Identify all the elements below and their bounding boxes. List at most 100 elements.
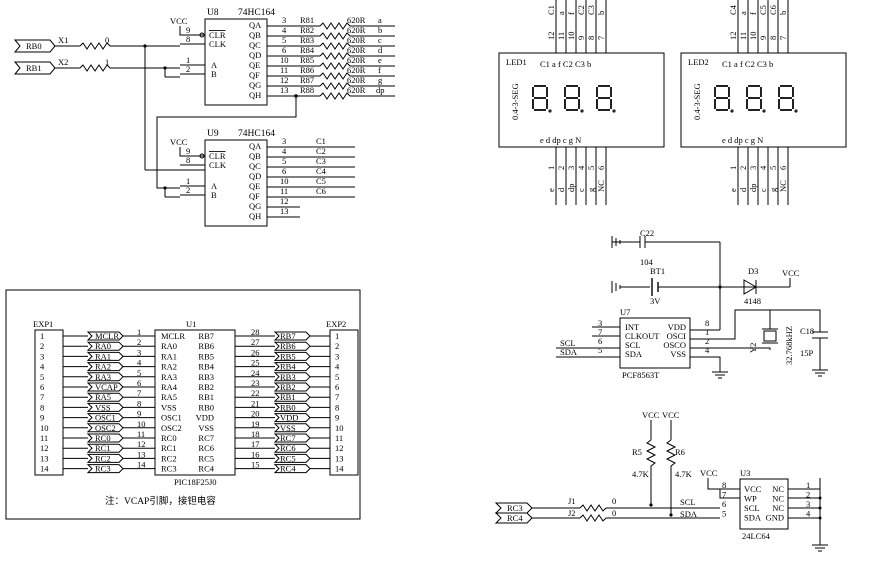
led-top-net-label: C6: [768, 5, 778, 15]
u1-pin-name: RC4: [198, 464, 214, 474]
u9-out-qf: QF: [249, 191, 260, 201]
exp1-pin-number: 9: [40, 413, 44, 423]
segment-b: [578, 87, 580, 97]
exp2-pin-number: 1: [335, 331, 339, 341]
led2-digits: [714, 85, 798, 113]
net-c5: C5: [316, 176, 326, 186]
u8-clr-label: CLR: [209, 30, 226, 40]
exp1-net-label: MCLR: [95, 331, 119, 341]
net-flag: [86, 464, 124, 474]
exp2-pin-number: 11: [335, 433, 343, 443]
seven-seg-digit-3: [778, 85, 798, 113]
led-bottom-pin-number: 2: [556, 166, 566, 170]
seven-seg-digit-1: [532, 85, 552, 113]
res-val-1: 620R: [347, 15, 366, 25]
led-bottom-net-label: e: [728, 188, 738, 192]
u8-part: 74HC164: [238, 8, 275, 18]
seven-seg-digit-2: [746, 85, 766, 113]
exp1-pin-number: 4: [40, 362, 45, 372]
led-top-pin-number: 11: [556, 32, 566, 40]
led-top-pin-number: 11: [738, 32, 748, 40]
u1-pin-name: RA4: [161, 382, 178, 392]
rc3-port-label: RC3: [507, 503, 523, 513]
clock-input-section: RB0 RB1 X1 0 X2 1: [13, 35, 298, 198]
led-bottom-pin-number: 5: [586, 166, 596, 170]
rtc-pin-number: 7: [598, 327, 602, 337]
res-r82: R82: [300, 25, 314, 35]
exp1-label: EXP1: [33, 319, 53, 329]
exp1-net-label: RA5: [95, 392, 111, 402]
u8-pin-13: 13: [280, 85, 289, 95]
exp1-pin-number: 1: [40, 331, 44, 341]
led-bottom-pin-number: 6: [596, 166, 606, 170]
net-c6: C6: [316, 186, 326, 196]
u1-pin-number: 9: [137, 409, 141, 419]
rtc-pin-name: INT: [625, 322, 640, 332]
u1-pin-name: RB7: [198, 331, 214, 341]
u1-pin-number: 22: [251, 388, 260, 398]
u1-pin-number: 11: [137, 429, 145, 439]
bt1-value: 3V: [650, 296, 661, 306]
led1-display: LED1 0.4-3-SEG C1 a f C2 C3 b e d dp c g…: [498, 0, 665, 205]
r6-value: 4.7K: [675, 469, 693, 479]
led-top-pin-number: 9: [758, 36, 768, 40]
u8-output-wires: [267, 22, 395, 100]
u1-pin-name: VDD: [196, 413, 214, 423]
u9-pin-11: 11: [280, 186, 288, 196]
led1-type: 0.4-3-SEG: [510, 83, 520, 120]
led-top-pin-number: 8: [586, 36, 596, 40]
x1-value: 0: [105, 35, 109, 45]
led-bottom-net-label: g: [768, 187, 778, 192]
net-flag: [86, 362, 124, 372]
u8-out-qf: QF: [249, 70, 260, 80]
eeprom-pin-name: GND: [766, 513, 784, 523]
led-top-net-label: b: [596, 11, 606, 15]
net-c: c: [378, 35, 382, 45]
exp2-net-label: RB4: [280, 362, 296, 372]
exp2-pin-number: 9: [335, 413, 339, 423]
segment-d: [598, 109, 610, 111]
segment-dp: [730, 109, 734, 113]
exp2-net-label: RB2: [280, 382, 296, 392]
exp1-pin-number: 6: [40, 382, 44, 392]
exp1-net-label: RA2: [95, 362, 111, 372]
exp2-net-label: RB7: [280, 331, 296, 341]
resistor-zigzag: [319, 92, 351, 100]
led-bottom-net-label: dp: [748, 184, 758, 193]
u1-pin-name: RC1: [161, 443, 177, 453]
exp2-pin-number: 14: [335, 464, 344, 474]
segment-g: [598, 97, 610, 99]
u7-ref: U7: [620, 307, 630, 317]
led-bottom-net-label: g: [586, 187, 596, 192]
res-r83: R83: [300, 35, 314, 45]
u8-pin-5: 5: [282, 35, 286, 45]
segment-a: [780, 85, 792, 87]
u9-pin-5: 5: [282, 156, 286, 166]
led-bottom-pin-number: 2: [738, 166, 748, 170]
net-flag: [273, 413, 311, 423]
u8-pin-8: 8: [186, 34, 190, 44]
r6-ref: R6: [675, 447, 685, 457]
u8-pin-4: 4: [282, 25, 287, 35]
resistor-zigzag: [319, 82, 351, 90]
resistor-zigzag: [319, 72, 351, 80]
rtc-scl-net: SCL: [560, 338, 576, 348]
j2-value: 0: [612, 508, 616, 518]
exp1-net-label: RC2: [95, 453, 111, 463]
u1-pin-number: 2: [137, 337, 141, 347]
rtc-pin-name: VSS: [670, 349, 686, 359]
led2-top-labels: C1 a f C2 C3 b: [722, 59, 773, 69]
rtc-pin-name: OSCO: [663, 340, 686, 350]
segment-c: [610, 99, 612, 109]
u1-pin-number: 8: [137, 398, 141, 408]
u1-pin-number: 20: [251, 409, 260, 419]
u9-pin-8: 8: [186, 155, 190, 165]
u1-pin-number: 6: [137, 378, 141, 388]
net-flag: [86, 423, 124, 433]
exp2-pin-number: 3: [335, 351, 339, 361]
u9-clr-label: CLR: [209, 151, 226, 161]
rtc-pin-name: SDA: [625, 349, 643, 359]
u9-pin-10: 10: [280, 176, 289, 186]
